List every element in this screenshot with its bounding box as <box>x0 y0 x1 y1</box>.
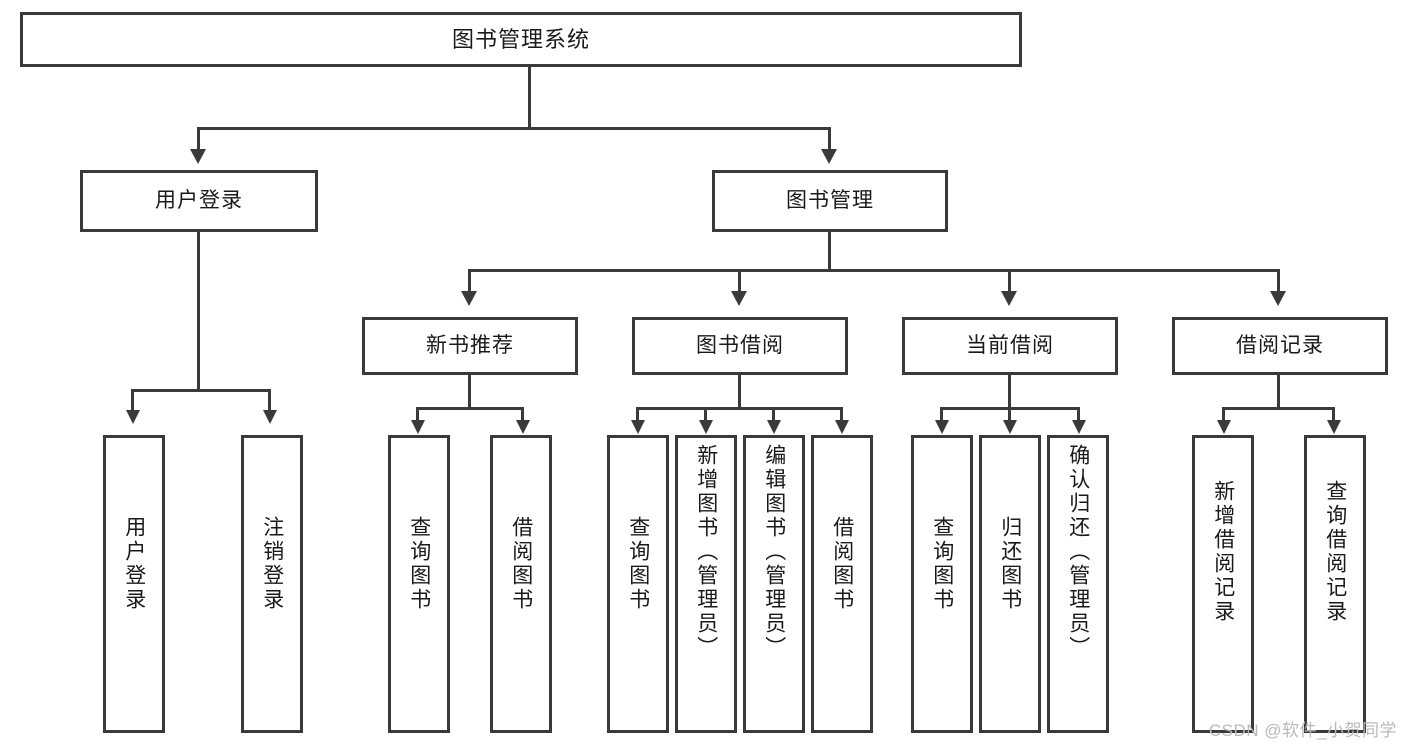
edge-root-bus <box>197 127 831 130</box>
arrowhead-user-login-leaf-2 <box>263 410 277 424</box>
leaf-book-borrow-query-book[interactable]: 查询图书 <box>607 435 669 733</box>
node-book-borrow[interactable]: 图书借阅 <box>632 317 848 375</box>
node-label: 新增图书（管理员） <box>694 444 718 660</box>
leaf-user-login-login[interactable]: 用户登录 <box>103 435 165 733</box>
node-label: 借阅图书 <box>830 516 854 612</box>
edge-current-borrow-to-leaf-2 <box>1008 407 1011 423</box>
edge-new-book-to-leaf-1 <box>416 407 419 423</box>
node-label: 用户登录 <box>122 516 146 612</box>
arrowhead-current-borrow-leaf-1 <box>935 420 949 434</box>
arrowhead-to-book-management <box>821 149 837 164</box>
csdn-watermark: CSDN @软件_小贺同学 <box>1208 721 1397 740</box>
arrowhead-current-borrow-leaf-3 <box>1072 420 1086 434</box>
node-label: 注销登录 <box>260 516 284 612</box>
leaf-book-borrow-edit-book-admin[interactable]: 编辑图书（管理员） <box>743 435 805 733</box>
leaf-current-borrow-query-book[interactable]: 查询图书 <box>911 435 973 733</box>
leaf-user-login-logout[interactable]: 注销登录 <box>241 435 303 733</box>
leaf-new-book-query-book[interactable]: 查询图书 <box>388 435 450 733</box>
edge-new-book-bus <box>416 407 524 410</box>
leaf-book-borrow-add-book-admin[interactable]: 新增图书（管理员） <box>675 435 737 733</box>
edge-new-book-to-leaf-2 <box>521 407 524 423</box>
leaf-borrow-record-query-record[interactable]: 查询借阅记录 <box>1304 435 1366 733</box>
edge-bm-to-current-borrow <box>1008 269 1011 293</box>
node-label: 确认归还（管理员） <box>1066 444 1090 660</box>
node-label: 归还图书 <box>998 516 1022 612</box>
node-label: 查询图书 <box>930 516 954 612</box>
node-label: 图书借阅 <box>696 333 784 357</box>
node-label: 借阅记录 <box>1236 333 1324 357</box>
arrowhead-borrow-record-leaf-2 <box>1327 420 1341 434</box>
edge-current-borrow-to-leaf-3 <box>1077 407 1080 423</box>
leaf-new-book-borrow-book[interactable]: 借阅图书 <box>490 435 552 733</box>
node-book-management[interactable]: 图书管理 <box>712 170 948 232</box>
edge-book-management-bus <box>468 269 1280 272</box>
arrowhead-book-borrow-leaf-4 <box>835 420 849 434</box>
arrowhead-new-book-leaf-1 <box>411 420 425 434</box>
arrowhead-book-borrow-leaf-3 <box>767 420 781 434</box>
node-new-book-recommend[interactable]: 新书推荐 <box>362 317 578 375</box>
arrowhead-current-borrow-leaf-2 <box>1003 420 1017 434</box>
leaf-book-borrow-borrow-book[interactable]: 借阅图书 <box>811 435 873 733</box>
node-current-borrow[interactable]: 当前借阅 <box>902 317 1118 375</box>
edge-book-borrow-to-leaf-2 <box>704 407 707 423</box>
edge-borrow-record-to-leaf-2 <box>1332 407 1335 423</box>
edge-user-login-to-leaf-2 <box>268 389 271 412</box>
arrowhead-new-book-leaf-2 <box>516 420 530 434</box>
edge-current-borrow-to-leaf-1 <box>940 407 943 423</box>
arrowhead-current-borrow <box>1001 291 1017 306</box>
node-label: 查询图书 <box>626 516 650 612</box>
edge-borrow-record-stem <box>1277 375 1280 410</box>
edge-book-borrow-stem <box>738 375 741 410</box>
node-label: 当前借阅 <box>966 333 1054 357</box>
edge-user-login-to-leaf-1 <box>131 389 134 412</box>
leaf-current-borrow-return-book[interactable]: 归还图书 <box>979 435 1041 733</box>
edge-user-login-bus <box>131 389 268 392</box>
arrowhead-user-login-leaf-1 <box>126 410 140 424</box>
edge-root-stem <box>528 67 531 129</box>
node-label: 查询图书 <box>407 516 431 612</box>
leaf-borrow-record-add-record[interactable]: 新增借阅记录 <box>1192 435 1254 733</box>
node-root-book-management-system[interactable]: 图书管理系统 <box>20 12 1022 67</box>
arrowhead-borrow-record-leaf-1 <box>1217 420 1231 434</box>
arrowhead-to-user-login <box>190 149 206 164</box>
edge-root-to-book-management <box>828 127 831 151</box>
edge-book-borrow-bus <box>636 407 843 410</box>
arrowhead-new-book-recommend <box>461 291 477 306</box>
edge-book-management-stem <box>828 232 831 272</box>
arrowhead-book-borrow-leaf-1 <box>631 420 645 434</box>
edge-borrow-record-bus <box>1222 407 1335 410</box>
arrowhead-borrow-record <box>1270 291 1286 306</box>
edge-bm-to-book-borrow <box>738 269 741 293</box>
edge-root-to-user-login <box>197 127 200 151</box>
node-label: 新增借阅记录 <box>1211 480 1235 624</box>
node-label: 新书推荐 <box>426 333 514 357</box>
edge-user-login-stem <box>197 232 200 392</box>
edge-borrow-record-to-leaf-1 <box>1222 407 1225 423</box>
edge-bm-to-borrow-record <box>1277 269 1280 293</box>
edge-book-borrow-to-leaf-3 <box>772 407 775 423</box>
node-label: 图书管理 <box>786 188 874 212</box>
node-label: 用户登录 <box>155 188 243 212</box>
node-user-login[interactable]: 用户登录 <box>80 170 318 232</box>
node-label: 图书管理系统 <box>451 26 590 52</box>
arrowhead-book-borrow <box>731 291 747 306</box>
node-borrow-record[interactable]: 借阅记录 <box>1172 317 1388 375</box>
node-label: 编辑图书（管理员） <box>762 444 786 660</box>
node-label: 借阅图书 <box>509 516 533 612</box>
edge-bm-to-new-book <box>468 269 471 293</box>
edge-book-borrow-to-leaf-1 <box>636 407 639 423</box>
arrowhead-book-borrow-leaf-2 <box>699 420 713 434</box>
edge-new-book-stem <box>468 375 471 410</box>
edge-current-borrow-stem <box>1008 375 1011 410</box>
edge-book-borrow-to-leaf-4 <box>840 407 843 423</box>
node-label: 查询借阅记录 <box>1323 480 1347 624</box>
leaf-current-borrow-confirm-return-admin[interactable]: 确认归还（管理员） <box>1047 435 1109 733</box>
